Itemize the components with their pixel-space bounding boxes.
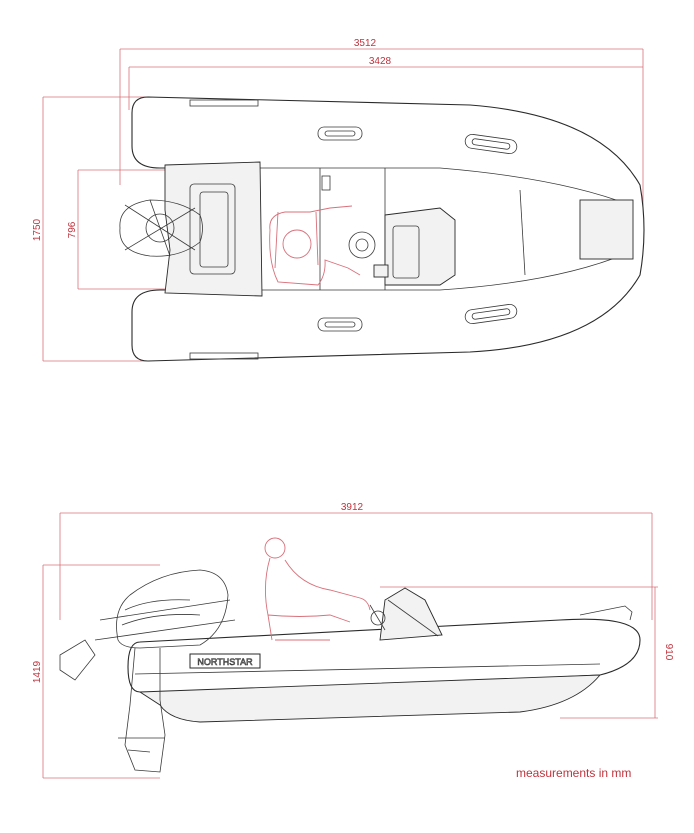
units-note: measurements in mm: [516, 766, 632, 780]
tube-nameplate: [189, 99, 259, 107]
person-side-view: [264, 537, 371, 641]
side-view-hull-bottom: [138, 674, 601, 723]
console-side: [369, 587, 443, 641]
console-top: [348, 207, 456, 286]
bow-locker: [579, 199, 634, 260]
transom-seat: [164, 161, 263, 297]
tube-handles: [317, 126, 518, 332]
dim-beam: 1750: [32, 218, 43, 241]
dim-height-console: 910: [663, 644, 674, 661]
dim-overall-length: 3512: [354, 38, 377, 49]
side-view: 3912 1419 910 NORTHSTAR: [32, 502, 674, 779]
bow-fitting: [579, 605, 633, 621]
dim-inner-beam: 796: [67, 221, 78, 238]
side-view-dimensions: [42, 512, 658, 779]
brand-logo-text: NORTHSTAR: [197, 657, 253, 667]
brand-plate: NORTHSTAR: [189, 653, 261, 669]
outboard-motor-top: [119, 199, 203, 257]
top-view: 3512 3428 1750 796: [32, 38, 645, 362]
dim-length-with-motor: 3912: [341, 502, 364, 513]
dim-height-with-motor: 1419: [32, 660, 43, 683]
outboard-motor-side: [59, 569, 236, 773]
person-top-view: [269, 205, 361, 286]
tube-nameplate: [189, 352, 259, 360]
dim-tube-length: 3428: [369, 56, 392, 67]
